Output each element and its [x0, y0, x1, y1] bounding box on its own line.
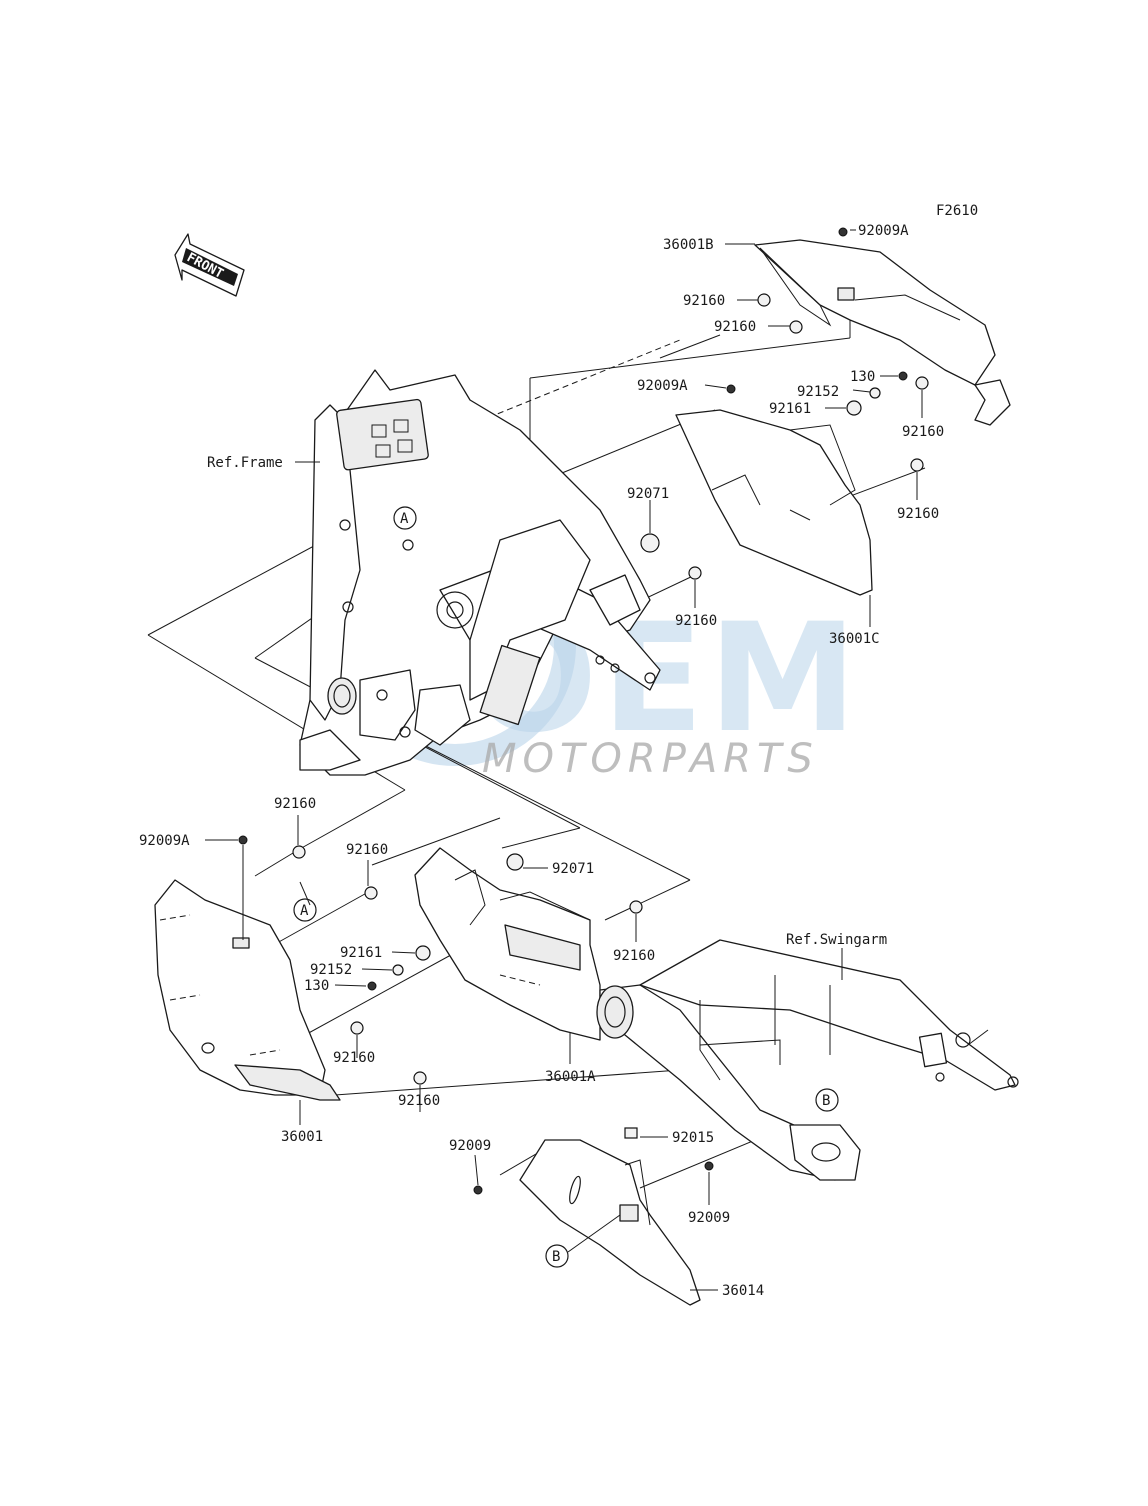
washer-92160-9-icon [413, 1071, 427, 1085]
part-36001B-cover [754, 239, 1011, 426]
label-130-low: 130 [304, 978, 329, 994]
label-92160-8: 92160 [333, 1050, 375, 1066]
grommet-92071-mid-icon [506, 853, 524, 871]
label-92015: 92015 [672, 1130, 714, 1146]
frame-assembly [299, 369, 661, 776]
callout-b-guard [545, 1244, 569, 1268]
label-92160-2: 92160 [714, 319, 756, 335]
label-92161-low: 92161 [340, 945, 382, 961]
washer-92152-top-icon [869, 387, 881, 399]
swingarm-assembly [596, 939, 1019, 1181]
washer-92160-2-icon [789, 320, 803, 334]
callout-b-guard-label: B [552, 1249, 560, 1265]
washer-92160-3-icon [915, 376, 929, 390]
label-92009A-top: 92009A [858, 223, 909, 239]
bolt-92009A-left-icon [238, 835, 248, 845]
label-leaders [205, 229, 923, 1291]
fasteners [238, 227, 929, 1195]
label-92071-top: 92071 [627, 486, 669, 502]
label-92160-7: 92160 [346, 842, 388, 858]
label-ref-frame: Ref.Frame [207, 455, 283, 471]
label-92009A-left: 92009A [139, 833, 190, 849]
label-92152-top: 92152 [797, 384, 839, 400]
label-92009A-mid: 92009A [637, 378, 688, 394]
grommet-92071-top-icon [640, 533, 660, 553]
label-36001B: 36001B [663, 237, 714, 253]
washer-92152-low-icon [392, 964, 404, 976]
washer-92160-1-icon [757, 293, 771, 307]
washer-92160-7-icon [364, 886, 378, 900]
callouts: A A B B [293, 506, 839, 1268]
part-36001-cover [154, 879, 341, 1101]
washer-92160-5-icon [910, 458, 924, 472]
label-92160-9: 92160 [398, 1093, 440, 1109]
label-36001: 36001 [281, 1129, 323, 1145]
callout-a-frame [393, 506, 417, 530]
bolt-92009-right-icon [704, 1161, 714, 1171]
label-92009-left: 92009 [449, 1138, 491, 1154]
label-36001A: 36001A [545, 1069, 596, 1085]
bolt-130-top-icon [898, 371, 908, 381]
label-92152-low: 92152 [310, 962, 352, 978]
callout-a-cover [293, 898, 317, 922]
bolt-92009A-top-icon [838, 227, 848, 237]
part-36001C-cover [675, 409, 873, 596]
washer-92160-10-icon [629, 900, 643, 914]
front-arrow-icon: FRONT [174, 233, 245, 297]
label-92071-mid: 92071 [552, 861, 594, 877]
label-92161-top: 92161 [769, 401, 811, 417]
label-36001C: 36001C [829, 631, 880, 647]
label-92160-1: 92160 [683, 293, 725, 309]
label-92160-6: 92160 [274, 796, 316, 812]
label-92160-3: 92160 [902, 424, 944, 440]
grommet-92161-top-icon [846, 400, 862, 416]
watermark-subtitle: MOTORPARTS [482, 736, 819, 782]
label-130-top: 130 [850, 369, 875, 385]
bolt-92009-left-icon [473, 1185, 483, 1195]
washer-92160-8-icon [350, 1021, 364, 1035]
label-92160-5: 92160 [897, 506, 939, 522]
label-36014: 36014 [722, 1283, 764, 1299]
washer-92160-6-icon [292, 845, 306, 859]
clip-92015-icon [624, 1127, 638, 1139]
part-36001A-cover [414, 847, 601, 1041]
figure-code: F2610 [936, 203, 978, 219]
callout-a-cover-label: A [300, 903, 309, 919]
label-92160-4: 92160 [675, 613, 717, 629]
callout-b-swingarm [815, 1088, 839, 1112]
part-labels: 92009A 36001B 92160 92160 92009A 130 921… [139, 223, 944, 1299]
bolt-130-low-icon [367, 981, 377, 991]
callout-a-frame-label: A [400, 511, 409, 527]
washer-92160-4-icon [688, 566, 702, 580]
label-92009-right: 92009 [688, 1210, 730, 1226]
label-ref-swingarm: Ref.Swingarm [786, 932, 887, 948]
grommet-92161-low-icon [415, 945, 431, 961]
bolt-92009A-mid-icon [726, 384, 736, 394]
label-92160-10: 92160 [613, 948, 655, 964]
callout-b-swingarm-label: B [822, 1093, 830, 1109]
